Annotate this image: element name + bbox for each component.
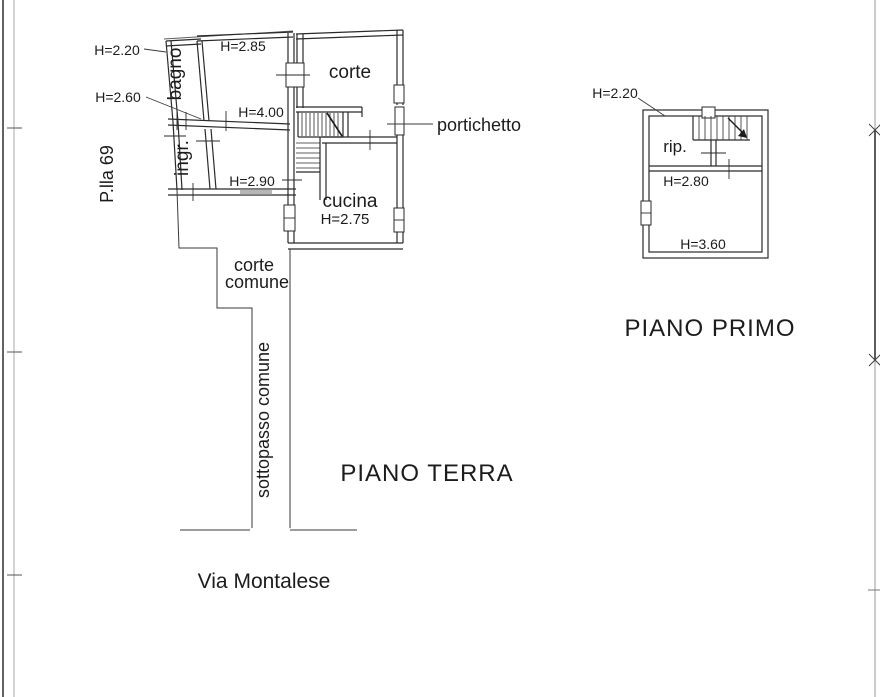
label-sottopasso-comune: sottopasso comune xyxy=(253,342,273,498)
ground-floor-walls xyxy=(163,29,405,250)
portichetto-column xyxy=(394,106,405,136)
label-corte-comune-line1: corte xyxy=(234,255,274,275)
height-room-290: H=2.90 xyxy=(229,173,275,189)
label-ingresso: ingr. xyxy=(172,140,193,176)
label-portichetto: portichetto xyxy=(437,115,521,135)
label-piano-primo: PIANO PRIMO xyxy=(624,315,795,342)
height-first-entry: H=2.20 xyxy=(592,85,638,101)
label-corte: corte xyxy=(329,62,371,83)
first-floor-windows xyxy=(640,200,652,226)
label-parcel: P.lla 69 xyxy=(97,145,117,203)
ground-floor-staircase xyxy=(296,112,349,173)
height-room-280: H=2.80 xyxy=(663,173,709,189)
sheet-labels: P.lla 69 PIANO TERRA PIANO PRIMO Via Mon… xyxy=(97,145,795,593)
ground-floor-windows xyxy=(276,62,405,233)
first-floor-door-marks xyxy=(701,152,730,179)
first-floor-leaders xyxy=(637,97,666,117)
corte-comune-boundary xyxy=(176,189,357,531)
sheet-border-right xyxy=(868,0,880,697)
label-corte-comune-line2: comune xyxy=(225,272,289,292)
threshold-hatch xyxy=(240,189,272,195)
ground-floor-leaders xyxy=(143,48,433,125)
height-ingresso: H=2.60 xyxy=(95,89,141,105)
label-street: Via Montalese xyxy=(198,570,331,593)
label-piano-terra: PIANO TERRA xyxy=(340,460,513,487)
first-floor-labels: H=2.20 rip. H=2.80 H=3.60 xyxy=(592,85,726,252)
stair-direction-arrow xyxy=(738,129,747,138)
height-cucina: H=2.75 xyxy=(321,211,370,228)
first-floor-top-notch xyxy=(701,106,716,119)
first-floor-walls xyxy=(642,106,769,259)
height-bagno: H=2.20 xyxy=(94,42,140,58)
label-cucina: cucina xyxy=(323,191,378,212)
ground-floor-door-marks xyxy=(164,111,371,201)
label-bagno: bagno xyxy=(165,48,186,101)
first-floor-staircase xyxy=(692,116,750,141)
label-ripostiglio: rip. xyxy=(663,137,687,156)
sheet-border-left xyxy=(2,0,22,697)
window-corte-right xyxy=(393,84,405,104)
ground-floor-labels: H=2.20 H=2.60 H=2.85 H=4.00 H=2.90 H=2.7… xyxy=(94,38,521,498)
height-room-285: H=2.85 xyxy=(220,38,266,54)
height-room-360: H=3.60 xyxy=(680,236,726,252)
height-room-400: H=4.00 xyxy=(238,104,284,120)
